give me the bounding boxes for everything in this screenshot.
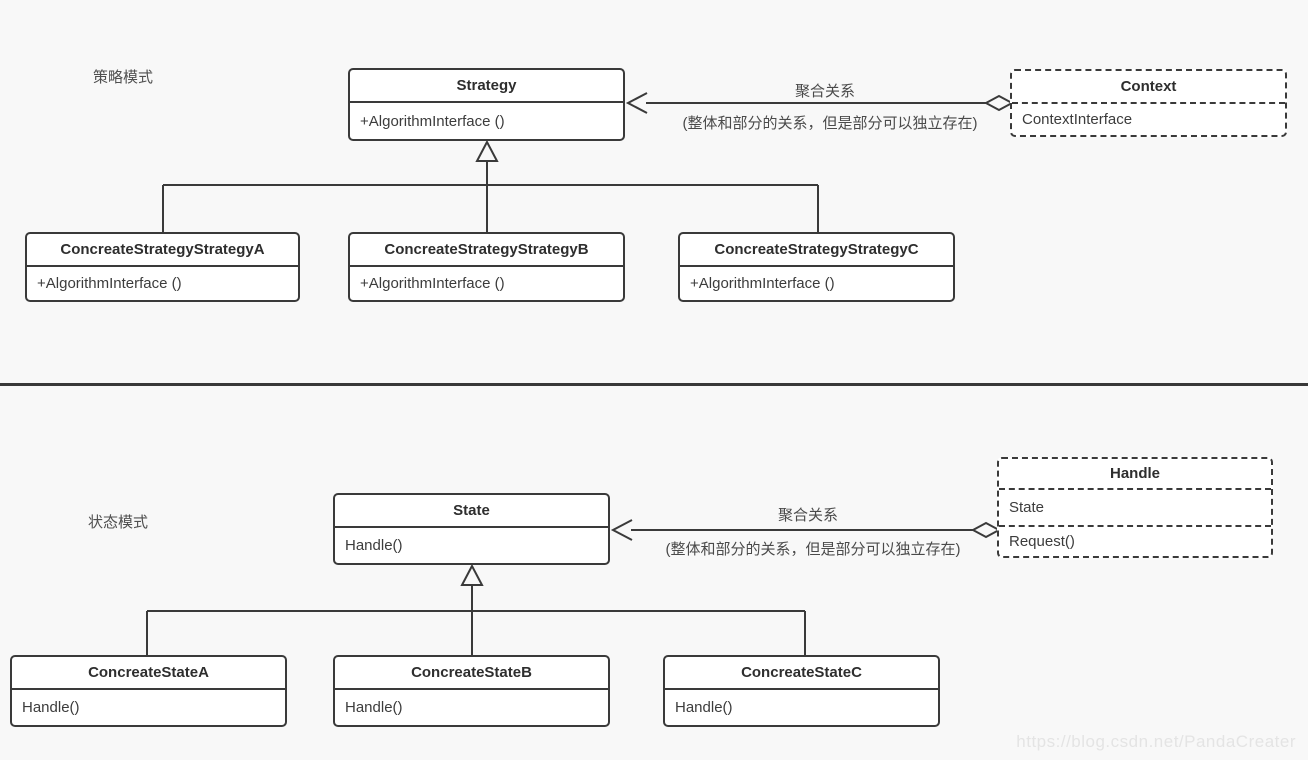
class-context: Context ContextInterface [1010,69,1287,137]
class-concreate-strategy-a: ConcreateStrategyStrategyA +AlgorithmInt… [25,232,300,302]
class-context-title: Context [1012,71,1285,104]
strategy-section-label: 策略模式 [93,69,154,86]
class-handle-method: Request() [1009,533,1075,550]
class-strategy: Strategy +AlgorithmInterface () [348,68,625,141]
class-title: ConcreateStateA [12,657,285,690]
class-method: +AlgorithmInterface () [37,275,182,292]
strategy-aggregation-note: (整体和部分的关系，但是部分可以独立存在) [682,115,978,132]
class-context-attribute: ContextInterface [1022,111,1133,128]
class-title: ConcreateStateC [665,657,938,690]
strategy-aggregation-label: 聚合关系 [794,83,855,100]
class-strategy-title: Strategy [350,70,623,103]
class-method: +AlgorithmInterface () [690,275,835,292]
class-title: ConcreateStateB [335,657,608,690]
strategy-inheritance-triangle-icon [475,139,499,162]
class-concreate-state-b: ConcreateStateB Handle() [333,655,610,727]
class-state-method: Handle() [345,537,403,554]
class-method: Handle() [675,699,733,716]
strategy-aggregation-diamond-icon [983,94,1015,112]
class-method: Handle() [22,699,80,716]
class-title: ConcreateStrategyStrategyC [680,234,953,267]
class-title: ConcreateStrategyStrategyB [350,234,623,267]
strategy-aggregation-arrowhead-icon [625,92,648,114]
state-aggregation-diamond-icon [970,521,1002,539]
class-concreate-state-c: ConcreateStateC Handle() [663,655,940,727]
state-inheritance-triangle-icon [460,563,484,586]
class-state: State Handle() [333,493,610,565]
state-aggregation-note: (整体和部分的关系，但是部分可以独立存在) [665,541,961,558]
state-aggregation-label: 聚合关系 [777,507,838,524]
state-section-label: 状态模式 [88,514,149,531]
class-state-title: State [335,495,608,528]
class-title: ConcreateStrategyStrategyA [27,234,298,267]
class-method: Handle() [345,699,403,716]
class-handle: Handle State Request() [997,457,1273,558]
class-handle-attribute: State [999,490,1271,527]
blog-watermark: https://blog.csdn.net/PandaCreater [1016,732,1296,751]
class-concreate-strategy-c: ConcreateStrategyStrategyC +AlgorithmInt… [678,232,955,302]
class-method: +AlgorithmInterface () [360,275,505,292]
section-divider [0,383,1308,386]
class-concreate-state-a: ConcreateStateA Handle() [10,655,287,727]
class-strategy-method: +AlgorithmInterface () [360,112,505,130]
state-aggregation-arrowhead-icon [610,519,633,541]
class-handle-title: Handle [999,459,1271,490]
class-concreate-strategy-b: ConcreateStrategyStrategyB +AlgorithmInt… [348,232,625,302]
